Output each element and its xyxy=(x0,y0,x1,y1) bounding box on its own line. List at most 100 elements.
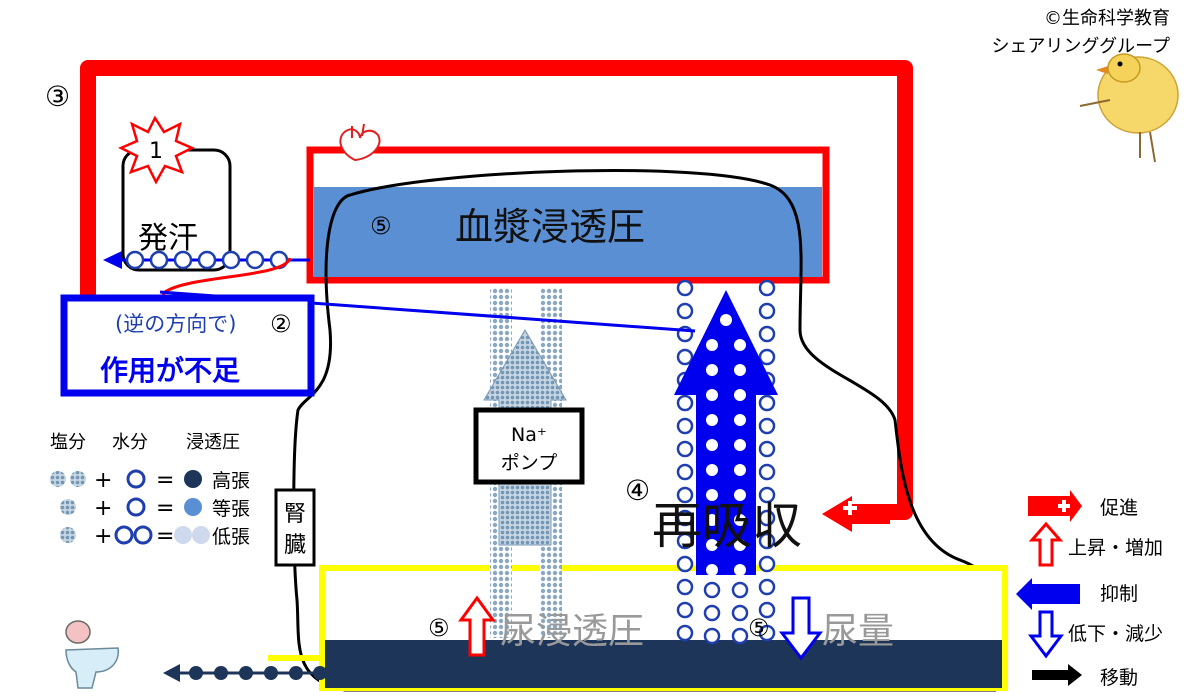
sweat-circle xyxy=(245,250,265,270)
legend-eq-2: = xyxy=(156,496,174,521)
legend-osmotic: 浸透圧 xyxy=(186,432,240,453)
sweat-circle xyxy=(173,250,193,270)
water-circle xyxy=(703,581,721,599)
water-circle xyxy=(758,348,776,366)
water-circle xyxy=(676,578,694,596)
water-circle xyxy=(676,555,694,573)
chick-icon xyxy=(1079,53,1179,163)
arrow-dot xyxy=(706,464,718,476)
deficiency-box xyxy=(60,294,315,397)
sweat-label: 発汗 xyxy=(138,221,198,256)
water-circle xyxy=(676,348,694,366)
legend-water: 水分 xyxy=(112,432,148,453)
urine-volume-label: 尿量 xyxy=(822,611,894,652)
reabsorb-arrow-dots xyxy=(706,314,746,576)
kidney-label-1: 腎 xyxy=(284,502,306,527)
na-pump-label-1: Na⁺ xyxy=(511,424,547,446)
water-circle xyxy=(758,279,776,297)
water-circle xyxy=(758,302,776,320)
step-5-urine-osm: ⑤ xyxy=(428,614,450,642)
sweat-move-arrowhead xyxy=(103,251,122,269)
legend-low: 低張 xyxy=(212,526,250,548)
urine-fill xyxy=(325,640,1002,688)
legend-salt: 塩分 xyxy=(50,432,86,453)
water-circle xyxy=(676,394,694,412)
arrow-dot xyxy=(706,439,718,451)
legend-inhibit: 抑制 xyxy=(1100,583,1138,605)
fall-arrow-urine-volume xyxy=(778,596,824,661)
promote-icon xyxy=(1028,490,1082,522)
water-circle xyxy=(758,555,776,573)
legend-high: 高張 xyxy=(212,470,250,492)
legend-plus-2: + xyxy=(94,496,112,521)
arrow-dot xyxy=(734,539,746,551)
water-circle xyxy=(731,627,749,645)
red-signal-line xyxy=(160,257,292,298)
step-2: ② xyxy=(270,310,292,338)
sweat-circle xyxy=(149,250,169,270)
toilet-icon xyxy=(65,620,119,689)
inhibit-icon xyxy=(1016,578,1080,610)
legend-promote: 促進 xyxy=(1100,497,1138,519)
arrow-dot xyxy=(720,314,732,326)
arrow-dot xyxy=(706,539,718,551)
arrow-dot xyxy=(734,339,746,351)
water-circle xyxy=(758,578,776,596)
promote-arrow-reabsorb xyxy=(822,496,890,532)
water-circle xyxy=(758,440,776,458)
excrete-dots xyxy=(189,666,327,680)
deficiency-reverse: (逆の方向で) xyxy=(115,312,236,336)
arrow-dot xyxy=(734,389,746,401)
water-circle xyxy=(676,440,694,458)
step-5-plasma: ⑤ xyxy=(370,212,392,240)
arrow-dot xyxy=(734,464,746,476)
step-3: ③ xyxy=(45,80,70,113)
rise-arrow-urine-osm xyxy=(458,595,496,657)
reabsorb-label: 再吸収 xyxy=(652,497,802,555)
water-circle xyxy=(676,624,694,642)
credit-line-1: ©生命科学教育 xyxy=(1044,8,1170,29)
legend-iso: 等張 xyxy=(212,498,250,520)
arrow-dot xyxy=(706,389,718,401)
arrow-dot xyxy=(734,364,746,376)
arrow-dot xyxy=(706,414,718,426)
legend-right: 促進 上昇・増加 抑制 低下・減少 移動 xyxy=(1016,490,1163,689)
sweat-circle xyxy=(197,250,217,270)
plasma-fill xyxy=(314,187,822,277)
arrow-dot xyxy=(734,514,746,526)
arrow-dot xyxy=(706,339,718,351)
arrow-dot xyxy=(706,489,718,501)
legend-move: 移動 xyxy=(1100,667,1138,689)
water-circle xyxy=(703,604,721,622)
water-circle xyxy=(758,417,776,435)
credit-line-2: シェアリンググループ xyxy=(991,36,1170,57)
water-circle xyxy=(758,463,776,481)
water-circle xyxy=(758,601,776,619)
legend-plus-3: + xyxy=(94,524,112,549)
step-1: 1 xyxy=(149,139,163,164)
legend-eq-1: = xyxy=(156,468,174,493)
na-pump-label-2: ポンプ xyxy=(501,452,557,474)
reabsorb-arrow xyxy=(674,290,778,575)
sweat-circle xyxy=(125,250,145,270)
arrow-dot xyxy=(706,514,718,526)
water-circle xyxy=(676,302,694,320)
rise-icon xyxy=(1028,521,1064,567)
water-circle xyxy=(676,463,694,481)
arrow-dot xyxy=(734,564,746,576)
heart-icon xyxy=(339,123,381,162)
water-circle xyxy=(676,486,694,504)
deficiency-main: 作用が不足 xyxy=(100,354,240,387)
plasma-label: 血漿浸透圧 xyxy=(455,205,645,249)
arrow-dot xyxy=(734,439,746,451)
water-circle xyxy=(758,509,776,527)
arrow-dot xyxy=(706,364,718,376)
arrow-dot xyxy=(734,489,746,501)
water-circle xyxy=(676,532,694,550)
water-circle xyxy=(676,509,694,527)
arrow-dot xyxy=(734,414,746,426)
water-circle xyxy=(731,604,749,622)
excrete-arrowhead xyxy=(163,664,180,682)
